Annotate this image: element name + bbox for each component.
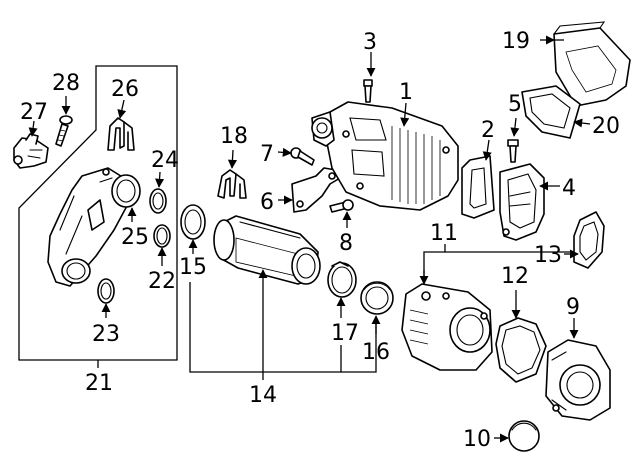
part-22-seal bbox=[153, 224, 171, 248]
callout-25: 25 bbox=[121, 225, 149, 250]
part-15-seal bbox=[180, 204, 206, 240]
part-13-gasket bbox=[573, 211, 605, 269]
bracket-group-21 bbox=[18, 65, 178, 368]
part-17-clamp bbox=[327, 261, 357, 298]
callout-23: 23 bbox=[92, 322, 120, 347]
callout-1: 1 bbox=[399, 80, 413, 105]
callout-28: 28 bbox=[52, 71, 80, 96]
part-14-intake-tube bbox=[213, 215, 321, 285]
part-16-coupler bbox=[360, 281, 394, 315]
part-6-bracket bbox=[291, 167, 341, 213]
part-28-bolt bbox=[55, 115, 73, 147]
callout-12: 12 bbox=[501, 264, 529, 289]
part-18-clip bbox=[217, 169, 247, 199]
callout-13: 13 bbox=[534, 243, 562, 268]
part-27-sensor bbox=[13, 133, 49, 169]
callout-22: 22 bbox=[148, 269, 176, 294]
part-24-seal bbox=[149, 188, 167, 214]
callout-20: 20 bbox=[592, 114, 620, 139]
callout-5: 5 bbox=[508, 92, 522, 117]
part-7-bolt bbox=[290, 147, 315, 166]
part-10-gasket bbox=[508, 420, 540, 452]
callout-3: 3 bbox=[363, 30, 377, 55]
part-9-throttle-housing bbox=[545, 339, 611, 421]
callout-26: 26 bbox=[111, 77, 139, 102]
callout-labels: 1 2 3 4 5 6 7 8 9 10 11 12 13 14 15 16 1… bbox=[20, 29, 620, 452]
part-26-clip bbox=[107, 117, 135, 151]
callout-15: 15 bbox=[179, 255, 207, 280]
callout-10: 10 bbox=[463, 427, 491, 452]
callout-2: 2 bbox=[481, 118, 495, 143]
part-11-throttle-body bbox=[401, 283, 493, 371]
callout-7: 7 bbox=[260, 142, 274, 167]
callout-4: 4 bbox=[562, 176, 576, 201]
callout-21: 21 bbox=[85, 371, 113, 396]
callout-27: 27 bbox=[20, 100, 48, 125]
callout-24: 24 bbox=[151, 148, 179, 173]
part-25-inlet-duct bbox=[47, 167, 141, 287]
callout-9: 9 bbox=[566, 295, 580, 320]
callout-19: 19 bbox=[502, 29, 530, 54]
part-20-gasket bbox=[521, 85, 581, 139]
callout-14: 14 bbox=[249, 383, 277, 408]
callout-8: 8 bbox=[339, 231, 353, 256]
callout-6: 6 bbox=[260, 190, 274, 215]
part-1-supercharger bbox=[311, 101, 459, 211]
callout-18: 18 bbox=[220, 124, 248, 149]
part-8-bolt bbox=[329, 199, 354, 213]
part-5-stud bbox=[507, 139, 519, 163]
part-19-intercooler bbox=[553, 21, 631, 107]
bracket-group-14 bbox=[189, 282, 377, 380]
part-4-housing bbox=[499, 163, 545, 241]
part-23-seal bbox=[97, 278, 115, 304]
callout-16: 16 bbox=[362, 340, 390, 365]
part-2-gasket bbox=[461, 155, 495, 219]
callout-17: 17 bbox=[331, 321, 359, 346]
leader-lines bbox=[28, 35, 591, 443]
part-12-gasket bbox=[495, 317, 547, 383]
part-3-stud bbox=[363, 79, 373, 103]
callout-11: 11 bbox=[430, 221, 458, 246]
